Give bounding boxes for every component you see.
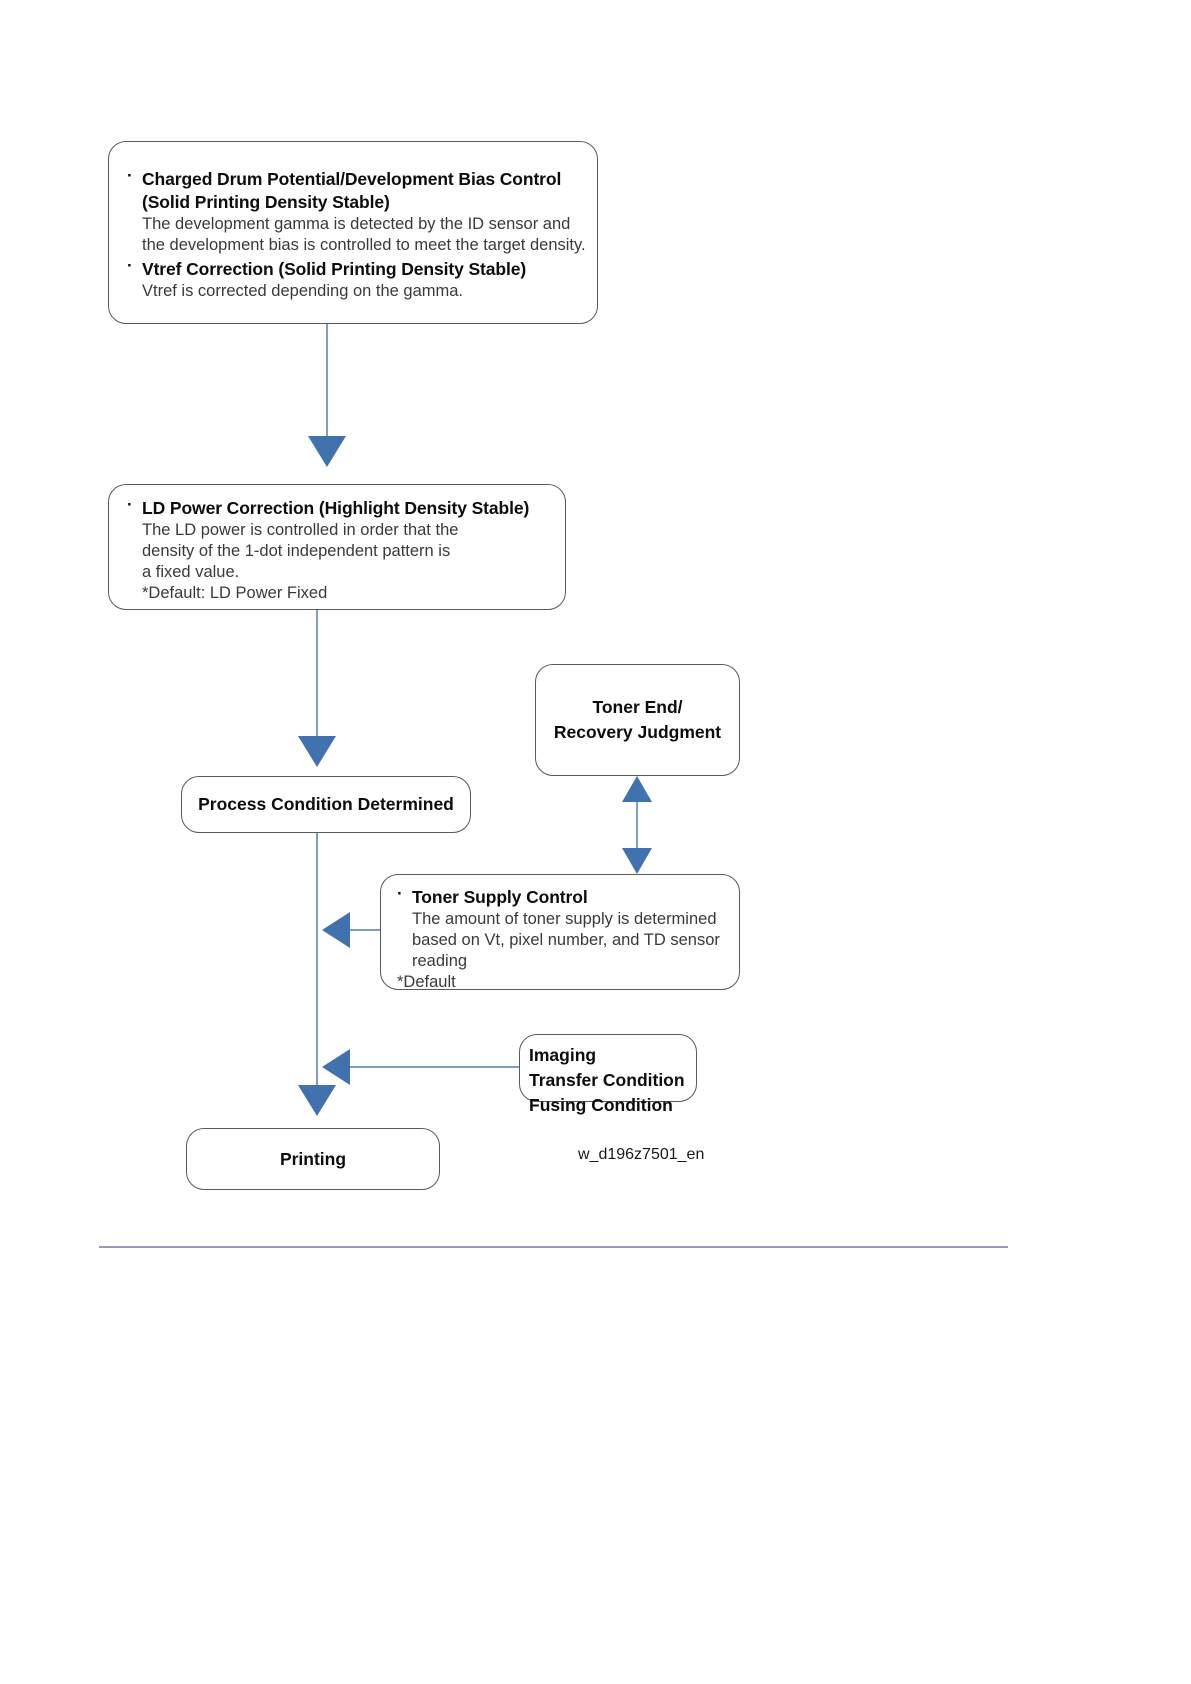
- footer-divider: [99, 1246, 1008, 1248]
- imaging-label-line2: Transfer Condition: [529, 1069, 685, 1090]
- charged-drum-heading-line2: (Solid Printing Density Stable): [142, 192, 390, 213]
- toner-supply-body-line4: *Default: [397, 972, 456, 991]
- charged-drum-body-line2: the development bias is controlled to me…: [142, 236, 586, 255]
- process-condition-label: Process Condition Determined: [198, 794, 454, 815]
- vtref-heading: Vtref Correction (Solid Printing Density…: [142, 259, 527, 280]
- node-charged-drum-potential[interactable]: · Charged Drum Potential/Development Bia…: [108, 141, 598, 324]
- node-ld-power-correction[interactable]: · LD Power Correction (Highlight Density…: [108, 484, 566, 610]
- toner-end-label-line1: Toner End/: [592, 697, 683, 718]
- imaging-label-line1: Imaging: [529, 1045, 597, 1065]
- vtref-body-line1: Vtref is corrected depending on the gamm…: [142, 282, 464, 301]
- arrowhead-up-toner-end: [622, 776, 652, 802]
- node-printing[interactable]: Printing: [186, 1128, 440, 1190]
- figure-id-caption: w_d196z7501_en: [578, 1146, 705, 1163]
- arrowhead-toner-supply-to-spine: [322, 912, 350, 948]
- bullet-glyph-icon: ·: [127, 165, 133, 185]
- imaging-label-line3: Fusing Condition: [529, 1094, 673, 1115]
- bullet-row-ld-power: · LD Power Correction (Highlight Density…: [127, 494, 551, 520]
- toner-end-label-line2: Recovery Judgment: [553, 722, 722, 742]
- charged-drum-heading-line1: Charged Drum Potential/Development Bias …: [142, 169, 562, 189]
- connector-imaging-to-spine: [350, 1066, 520, 1068]
- arrowhead-to-printing: [298, 1085, 336, 1116]
- bullet-glyph-icon-2: ·: [127, 256, 133, 276]
- charged-drum-body-line1: The development gamma is detected by the…: [142, 215, 571, 234]
- bullet-row-toner-supply: · Toner Supply Control: [397, 883, 727, 909]
- ld-power-body-line3: a fixed value.: [142, 563, 240, 581]
- toner-supply-heading: Toner Supply Control: [412, 887, 588, 907]
- node-toner-supply-control[interactable]: · Toner Supply Control The amount of ton…: [380, 874, 740, 991]
- node-toner-end-recovery-judgment[interactable]: Toner End/ Recovery Judgment: [535, 664, 740, 776]
- connector-main-spine: [316, 833, 318, 1108]
- connector-toner-supply-to-spine: [350, 929, 390, 931]
- node-process-condition-determined[interactable]: Process Condition Determined: [181, 776, 471, 833]
- arrowhead-down-toner-supply: [622, 848, 652, 874]
- bullet-glyph-icon-3: ·: [127, 494, 133, 514]
- ld-power-heading: LD Power Correction (Highlight Density S…: [142, 498, 530, 518]
- toner-supply-body-line1: The amount of toner supply is determined: [412, 910, 717, 929]
- printing-label: Printing: [279, 1148, 347, 1169]
- ld-power-body-line2: density of the 1-dot independent pattern…: [142, 542, 451, 561]
- toner-supply-body-line3: reading: [412, 952, 468, 970]
- arrowhead-imaging-to-spine: [322, 1049, 350, 1085]
- arrowhead-box2-to-process: [298, 736, 336, 767]
- bullet-glyph-icon-4: ·: [397, 883, 403, 903]
- bullet-row-vtref: · Vtref Correction (Solid Printing Densi…: [127, 256, 581, 281]
- ld-power-body-line4: *Default: LD Power Fixed: [142, 583, 328, 602]
- arrowhead-box1-to-box2: [308, 436, 346, 467]
- bullet-row-charged-drum: · Charged Drum Potential/Development Bia…: [127, 165, 581, 191]
- connector-toner-end-supply: [636, 788, 638, 870]
- node-imaging-conditions[interactable]: Imaging Transfer Condition Fusing Condit…: [519, 1034, 697, 1115]
- connector-box2-to-process: [316, 610, 318, 740]
- toner-supply-body-line2: based on Vt, pixel number, and TD sensor: [412, 931, 720, 950]
- connector-box1-to-box2: [326, 324, 328, 444]
- ld-power-body-line1: The LD power is controlled in order that…: [142, 521, 459, 540]
